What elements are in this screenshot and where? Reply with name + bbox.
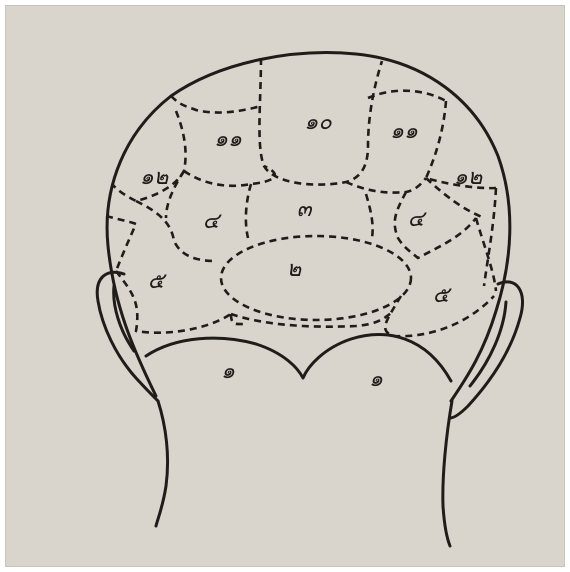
zone-lower-right [385,218,496,336]
label-side-left: ๑๒ [140,165,169,190]
zone-lower-band [231,311,394,327]
zone-top-left-divider [171,96,261,113]
neck-left-line [156,401,168,526]
diagram-frame: ๑๐ ๑๑ ๑๑ ๑๒ ๑๒ ๓ ๔ ๔ ๒ ๕ ๕ ๑ ๑ [5,5,565,567]
label-middle-center: ๓ [296,197,313,222]
label-top-left: ๑๑ [214,127,242,152]
label-top-center: ๑๐ [304,110,332,135]
label-top-right: ๑๑ [390,119,418,144]
label-neck-left: ๑ [221,359,235,384]
head-zone-diagram: ๑๐ ๑๑ ๑๑ ๑๒ ๑๒ ๓ ๔ ๔ ๒ ๕ ๕ ๑ ๑ [6,6,566,568]
label-middle-right: ๔ [408,207,428,232]
zone-lower-left [116,271,246,333]
head-outline [107,53,510,401]
label-neck-right: ๑ [369,367,383,392]
label-lower-left: ๕ [148,269,168,294]
zone-oval [221,236,411,320]
label-middle-left: ๔ [203,209,223,234]
neck-arch [146,335,451,381]
label-oval-center: ๒ [287,257,302,282]
neck-right-line [443,401,452,546]
zone-middle-band [184,166,426,193]
label-lower-right: ๕ [433,283,453,308]
zone-top-right-divider [368,91,446,101]
right-ear-inner [470,302,506,386]
label-side-right: ๑๒ [454,165,483,190]
